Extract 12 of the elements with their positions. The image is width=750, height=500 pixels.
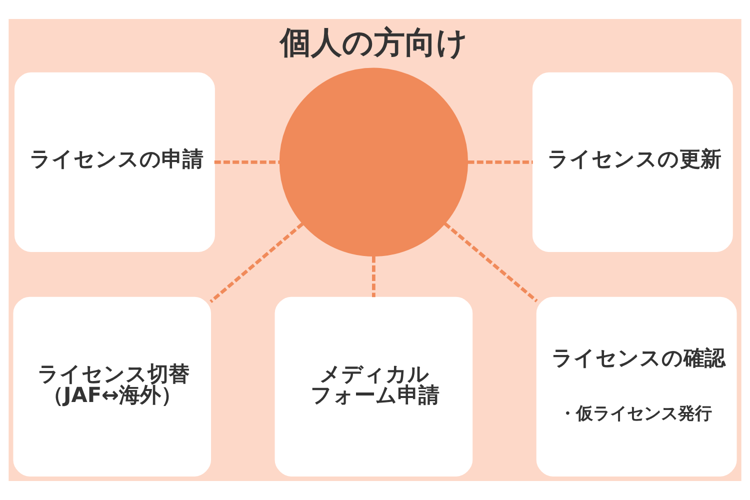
connector <box>468 160 533 164</box>
connector <box>444 222 538 302</box>
node-box: ライセンスの確認 ・仮ライセンス発行 <box>536 296 737 476</box>
node-box: ライセンス切替（JAF↔海外） <box>13 296 212 476</box>
diagram-title: 個人の方向け <box>280 25 468 62</box>
node-box: メディカルフォーム申請 <box>274 296 473 476</box>
node-box: ライセンスの更新 <box>532 72 733 252</box>
connector <box>210 222 304 303</box>
node-box: ライセンスの申請 <box>14 72 215 252</box>
connector <box>214 160 280 164</box>
connector <box>372 256 376 298</box>
node-circle <box>279 68 468 256</box>
